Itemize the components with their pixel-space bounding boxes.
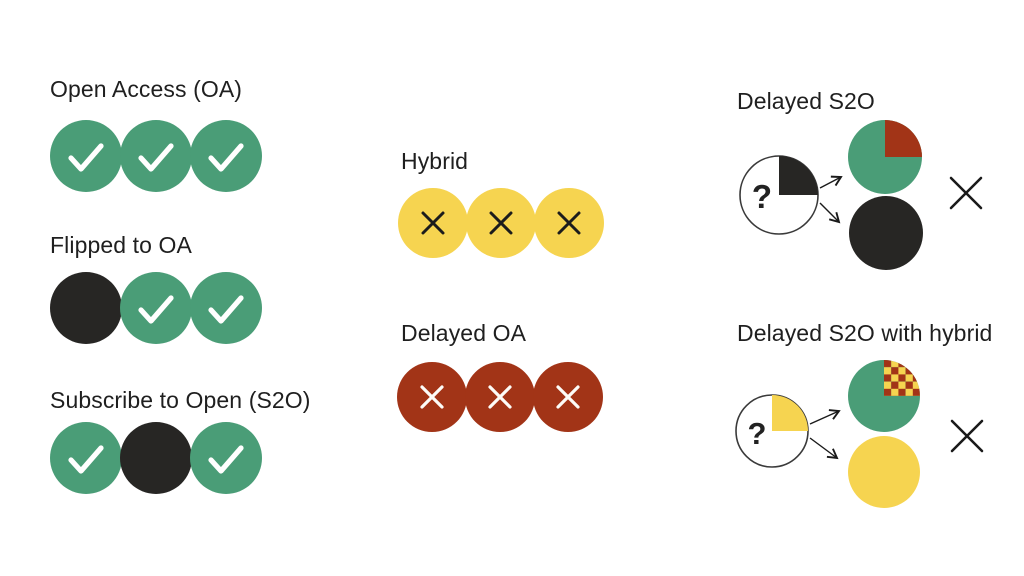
subscribe-to-open-dot-row [50,422,262,494]
check-icon [138,295,174,324]
open-circle [120,272,192,344]
question-pie-black-quarter: ? [739,155,819,235]
hybrid-circle [466,188,536,258]
check-icon [208,143,244,172]
check-icon [68,445,104,474]
rejected-x-icon [949,176,983,210]
arrow-to-hybrid-outcome [809,437,839,460]
question-mark: ? [752,178,772,215]
label-subscribe-to-open: Subscribe to Open (S2O) [50,387,311,413]
outcome-green-with-checkered-quarter [848,360,920,432]
open-circle [190,422,262,494]
cross-icon [421,211,445,235]
closed-circle [50,272,122,344]
label-delayed-s2o-with-hybrid: Delayed S2O with hybrid [737,320,993,346]
open-circle [190,272,262,344]
check-icon [138,143,174,172]
delayed-circle [397,362,467,432]
check-icon [208,295,244,324]
cross-icon [556,385,580,409]
closed-circle [120,422,192,494]
label-open-access: Open Access (OA) [50,76,243,102]
cross-icon [489,211,513,235]
delayed-oa-dot-row [397,362,603,432]
outcome-solid-yellow-circle [848,436,920,508]
question-mark: ? [748,416,767,451]
open-access-dot-row [50,120,262,192]
delayed-s2o-with-hybrid-diagram: ? [735,360,920,508]
label-delayed-s2o: Delayed S2O [737,88,875,114]
hybrid-circle [534,188,604,258]
flipped-to-oa-dot-row [50,272,262,344]
question-pie-yellow-quarter: ? [735,394,809,468]
label-flipped-to-oa: Flipped to OA [50,232,192,258]
arrow-to-closed-outcome [819,202,841,224]
check-icon [68,143,104,172]
cross-icon [488,385,512,409]
label-hybrid: Hybrid [401,148,469,174]
open-circle [50,422,122,494]
hybrid-circle [398,188,468,258]
open-circle [190,120,262,192]
open-circle [50,120,122,192]
hybrid-dot-row [398,188,604,258]
check-icon [208,445,244,474]
delayed-circle [465,362,535,432]
delayed-circle [533,362,603,432]
cross-icon [557,211,581,235]
open-circle [120,120,192,192]
delayed-s2o-diagram: ? [739,120,923,270]
cross-icon [420,385,444,409]
label-delayed-oa: Delayed OA [401,320,527,346]
outcome-solid-black-circle [849,196,923,270]
outcome-green-with-red-quarter [848,120,922,194]
arrow-to-open-outcome [809,409,841,425]
arrow-to-open-outcome [819,175,843,189]
rejected-x-icon [950,419,984,453]
